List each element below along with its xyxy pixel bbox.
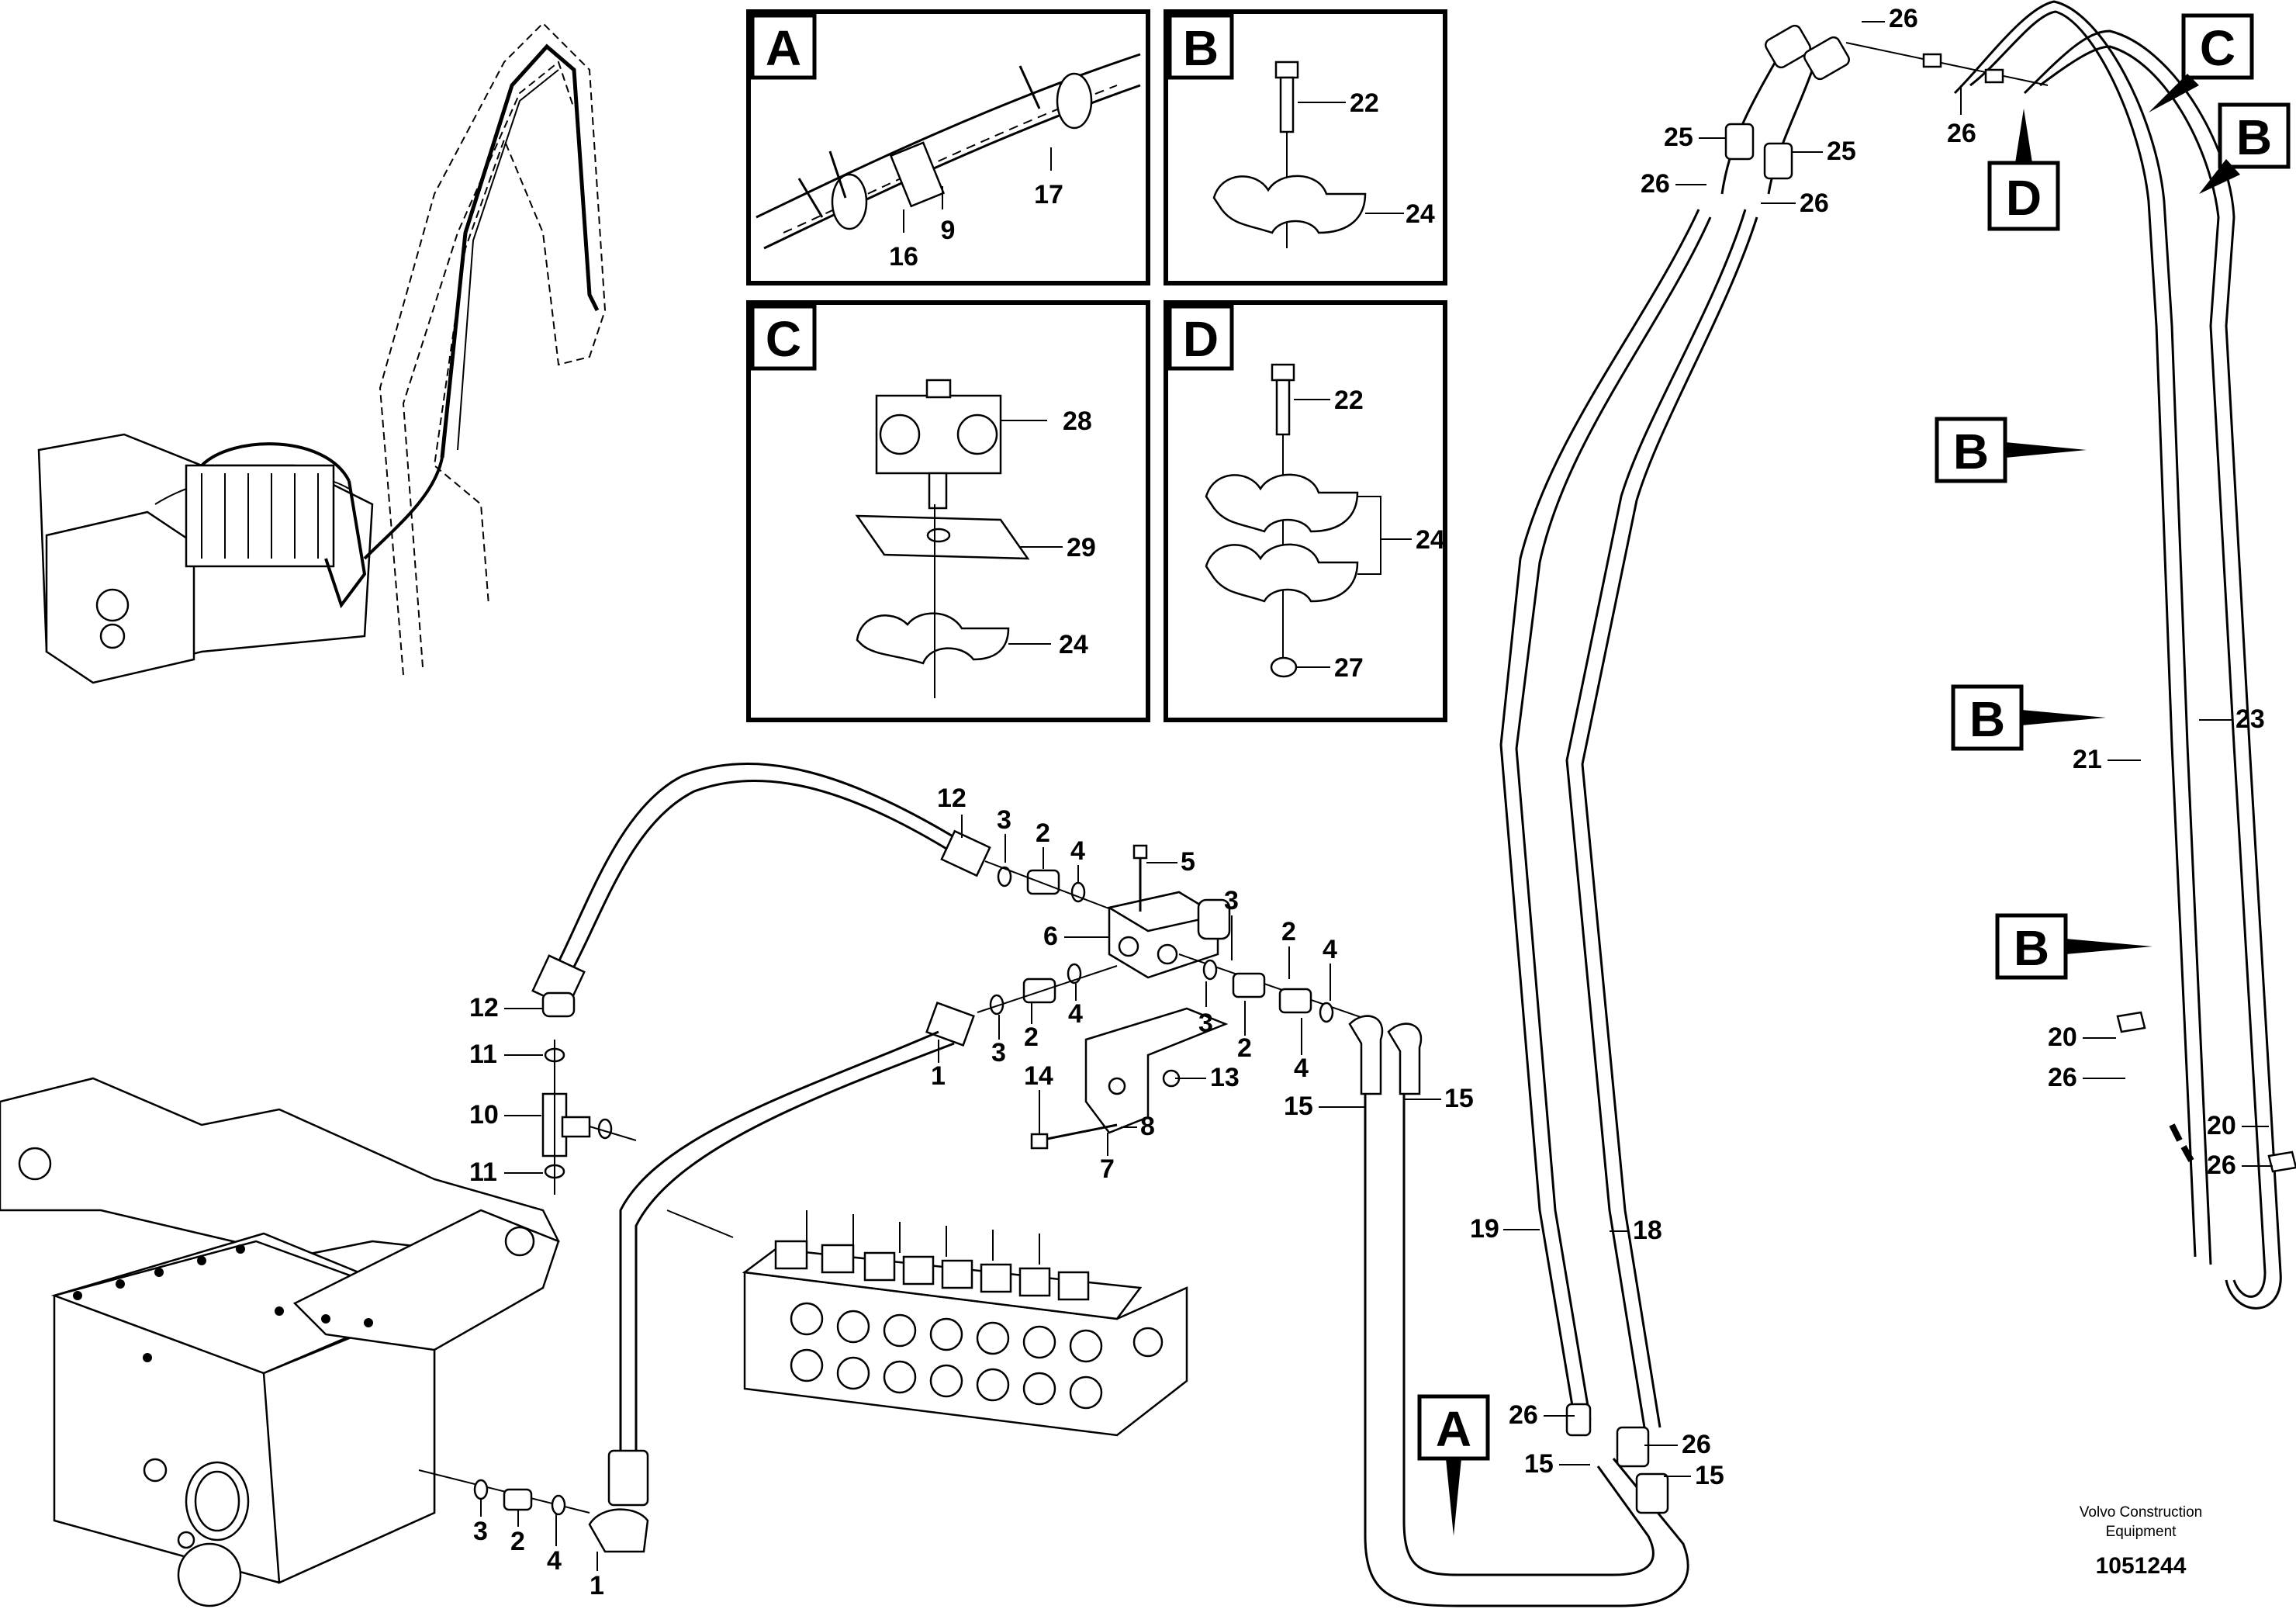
label-2-e: 2	[510, 1527, 525, 1556]
label-15-b: 15	[1695, 1461, 1724, 1490]
label-14: 14	[1024, 1061, 1053, 1091]
label-2-d: 2	[1237, 1033, 1252, 1063]
label-25-b: 25	[1827, 137, 1856, 166]
part-labels: 26 26 25 25 26 26 23 21 20 26 20 26 19 1…	[469, 4, 2273, 1600]
label-1-a: 1	[931, 1061, 946, 1091]
label-2-c: 2	[1024, 1022, 1039, 1052]
machine-frame-illustration	[0, 1077, 560, 1607]
svg-text:B: B	[2236, 109, 2272, 165]
label-2-a: 2	[1036, 818, 1050, 848]
label-26-e: 26	[2048, 1063, 2077, 1092]
panel-b-label-22: 22	[1350, 88, 1379, 118]
label-11-a: 11	[469, 1040, 497, 1069]
detail-panel-d: D 22 24 27	[1164, 300, 1447, 722]
label-21: 21	[2073, 745, 2102, 774]
panel-c-label-24: 24	[1059, 630, 1088, 659]
label-26-f: 26	[2207, 1151, 2236, 1180]
callout-b-3: B	[1951, 684, 2106, 751]
panel-a-label-17: 17	[1034, 180, 1063, 209]
callout-a: A	[1417, 1394, 1490, 1536]
detail-panel-a: A 16 9 17	[746, 9, 1150, 285]
label-15-d: 15	[1444, 1084, 1474, 1113]
label-3-e: 3	[473, 1517, 488, 1546]
label-26-b: 26	[1947, 119, 1976, 148]
label-4-c: 4	[1068, 999, 1083, 1029]
svg-text:B: B	[2014, 920, 2049, 976]
drawing-number: 1051244	[2096, 1553, 2187, 1579]
svg-text:B: B	[1953, 424, 1989, 479]
label-4-d: 4	[1294, 1054, 1309, 1083]
panel-a-letter: A	[766, 20, 801, 76]
label-13: 13	[1210, 1063, 1240, 1092]
label-7: 7	[1100, 1154, 1115, 1184]
label-5: 5	[1181, 847, 1195, 877]
panel-d-label-22: 22	[1334, 386, 1364, 415]
svg-text:D: D	[2006, 170, 2042, 226]
panel-a-label-16: 16	[889, 242, 918, 272]
machine-overview-illustration	[37, 22, 607, 684]
footer-block: Volvo Construction Equipment 1051244	[2080, 1504, 2202, 1579]
panel-d-label-27: 27	[1334, 653, 1364, 683]
label-8: 8	[1140, 1112, 1155, 1141]
centre-hose-assembly	[418, 762, 1689, 1607]
brand-line-1: Volvo Construction	[2080, 1504, 2202, 1521]
label-19: 19	[1470, 1214, 1499, 1244]
callout-b-top: B	[2199, 102, 2291, 194]
label-2-b: 2	[1281, 917, 1296, 946]
label-3-c: 3	[1198, 1009, 1213, 1038]
panel-c-label-28: 28	[1063, 407, 1092, 436]
label-11-b: 11	[469, 1157, 497, 1187]
label-20-b: 20	[2207, 1111, 2236, 1140]
label-4-a: 4	[1070, 836, 1085, 866]
right-pipe-assembly	[1499, 0, 2296, 1514]
label-18: 18	[1633, 1216, 1662, 1245]
label-4-e: 4	[547, 1546, 562, 1576]
panel-c-label-29: 29	[1067, 533, 1096, 562]
detail-panel-c: C 28 29 24	[746, 300, 1150, 722]
panel-b-letter: B	[1183, 20, 1219, 76]
svg-text:C: C	[2200, 20, 2235, 76]
label-15-c: 15	[1284, 1092, 1313, 1121]
brand-line-2: Equipment	[2106, 1524, 2177, 1540]
svg-text:B: B	[1969, 691, 2005, 747]
label-20-a: 20	[2048, 1022, 2077, 1052]
label-15-a: 15	[1524, 1449, 1554, 1479]
svg-text:A: A	[1436, 1401, 1471, 1457]
callout-d: D	[1987, 109, 2060, 231]
panel-c-letter: C	[766, 311, 801, 367]
callout-b-4: B	[1995, 913, 2152, 980]
label-26-g: 26	[1509, 1400, 1538, 1430]
label-12-a: 12	[937, 784, 966, 813]
label-6: 6	[1043, 922, 1058, 951]
control-valve-bank-illustration	[666, 1209, 1188, 1437]
label-26-c: 26	[1641, 169, 1670, 199]
panel-d-letter: D	[1183, 311, 1219, 367]
panel-b-label-24: 24	[1406, 199, 1435, 229]
label-25-a: 25	[1664, 123, 1693, 152]
label-10: 10	[469, 1100, 499, 1130]
label-3-d: 3	[991, 1038, 1006, 1067]
label-23: 23	[2235, 704, 2265, 734]
panel-d-label-24: 24	[1416, 525, 1445, 555]
callout-b-2: B	[1935, 417, 2087, 483]
callout-c: C	[2149, 13, 2254, 112]
label-26-d: 26	[1800, 189, 1829, 218]
label-4-b: 4	[1323, 935, 1337, 964]
label-26-h: 26	[1682, 1430, 1711, 1459]
panel-a-label-9: 9	[941, 216, 956, 245]
label-12-b: 12	[469, 993, 499, 1022]
label-3-a: 3	[997, 805, 1011, 835]
detail-panel-b: B 22 24	[1164, 9, 1447, 285]
label-26-a: 26	[1889, 4, 1918, 33]
label-3-b: 3	[1224, 886, 1239, 915]
label-1-b: 1	[590, 1571, 604, 1600]
